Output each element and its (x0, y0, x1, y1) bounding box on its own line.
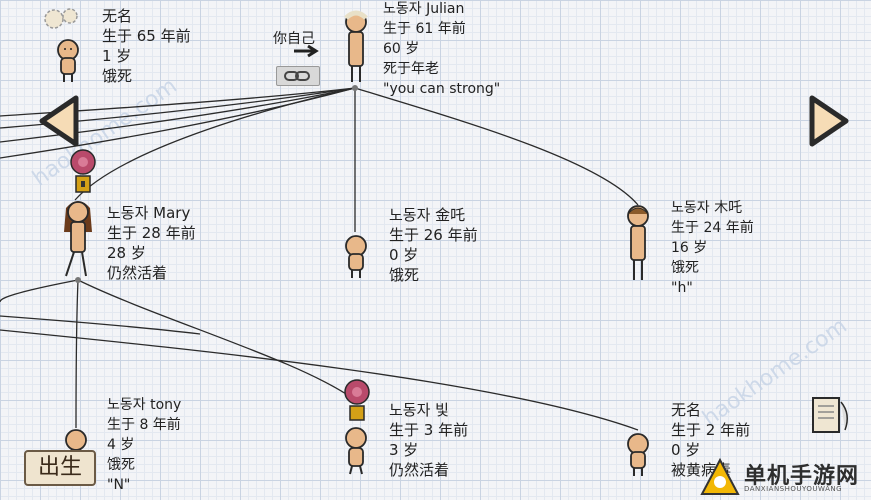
self-marker-label: 你自己 (273, 31, 315, 47)
person-name: 노동자 빛 (389, 401, 449, 419)
birth-button[interactable]: 出生 (24, 450, 96, 486)
character-figure[interactable] (340, 10, 372, 86)
person-status: 饿死 (102, 67, 133, 85)
character-figure[interactable] (52, 38, 84, 84)
person-info-bit: 노동자 빛 生于 3 年前 3 岁 仍然活着 (389, 400, 468, 480)
person-born: 生于 8 年前 (107, 417, 181, 433)
person-born: 生于 61 年前 (383, 21, 466, 37)
person-name: 노동자 金吒 (389, 206, 466, 224)
link-button[interactable] (276, 66, 320, 86)
person-info-mary: 노동자 Mary 生于 28 年前 28 岁 仍然活着 (107, 203, 196, 283)
person-quote: "you can strong" (383, 81, 501, 97)
person-info-mu: 노동자 木吒 生于 24 年前 16 岁 饿死 "h" (671, 199, 754, 299)
person-status: 饿死 (389, 266, 420, 284)
person-age: 1 岁 (102, 47, 132, 65)
person-status: 饿死 (671, 260, 699, 276)
person-info-jin: 노동자 金吒 生于 26 年前 0 岁 饿死 (389, 205, 478, 285)
person-born: 生于 26 年前 (389, 226, 478, 244)
arrow-right-icon[interactable] (806, 94, 850, 148)
person-age: 28 岁 (107, 244, 146, 262)
person-born: 生于 24 年前 (671, 220, 754, 236)
brand-title: 单机手游网 (744, 464, 860, 489)
character-figure[interactable] (622, 204, 654, 284)
person-status: 仍然活着 (107, 264, 168, 282)
person-age: 0 岁 (671, 441, 701, 459)
person-born: 生于 2 年前 (671, 421, 751, 439)
person-name: 노동자 Julian (383, 1, 465, 17)
arrow-right-small-icon (294, 44, 319, 58)
person-status: 死于年老 (383, 61, 439, 77)
person-info-julian: 노동자 Julian 生于 61 年前 60 岁 死于年老 "you can s… (383, 0, 500, 100)
rose-lock-icon (344, 379, 370, 421)
person-status: 仍然活着 (389, 461, 450, 479)
scroll-quill-icon[interactable] (805, 392, 855, 438)
person-age: 0 岁 (389, 246, 419, 264)
character-figure[interactable] (340, 426, 372, 476)
person-born: 生于 3 年前 (389, 421, 469, 439)
person-name: 无名 (671, 401, 702, 419)
brand-logo-icon (700, 458, 740, 495)
person-age: 60 岁 (383, 41, 420, 57)
gear-icon (44, 8, 78, 29)
person-quote: "N" (107, 477, 131, 493)
person-age: 16 岁 (671, 240, 708, 256)
person-info-tony: 노동자 tony 生于 8 年前 4 岁 饿死 "N" (107, 396, 181, 496)
person-name: 노동자 tony (107, 397, 182, 413)
person-info-top-left: 无名 生于 65 年前 1 岁 饿死 (102, 6, 191, 86)
character-figure[interactable] (622, 432, 654, 478)
person-name: 노동자 Mary (107, 204, 191, 222)
character-figure[interactable] (60, 198, 96, 278)
person-born: 生于 28 年前 (107, 224, 196, 242)
brand-subtitle: DANXIANSHOUYOUWANG (744, 485, 843, 493)
person-age: 4 岁 (107, 437, 135, 453)
person-name: 无名 (102, 7, 133, 25)
person-born: 生于 65 年前 (102, 27, 191, 45)
person-age: 3 岁 (389, 441, 419, 459)
arrow-left-icon[interactable] (38, 94, 82, 148)
character-figure[interactable] (340, 234, 372, 280)
person-name: 노동자 木吒 (671, 200, 743, 216)
person-quote: "h" (671, 280, 693, 296)
rose-lock-icon (70, 149, 96, 193)
chain-link-icon (284, 71, 310, 81)
person-status: 饿死 (107, 457, 135, 473)
